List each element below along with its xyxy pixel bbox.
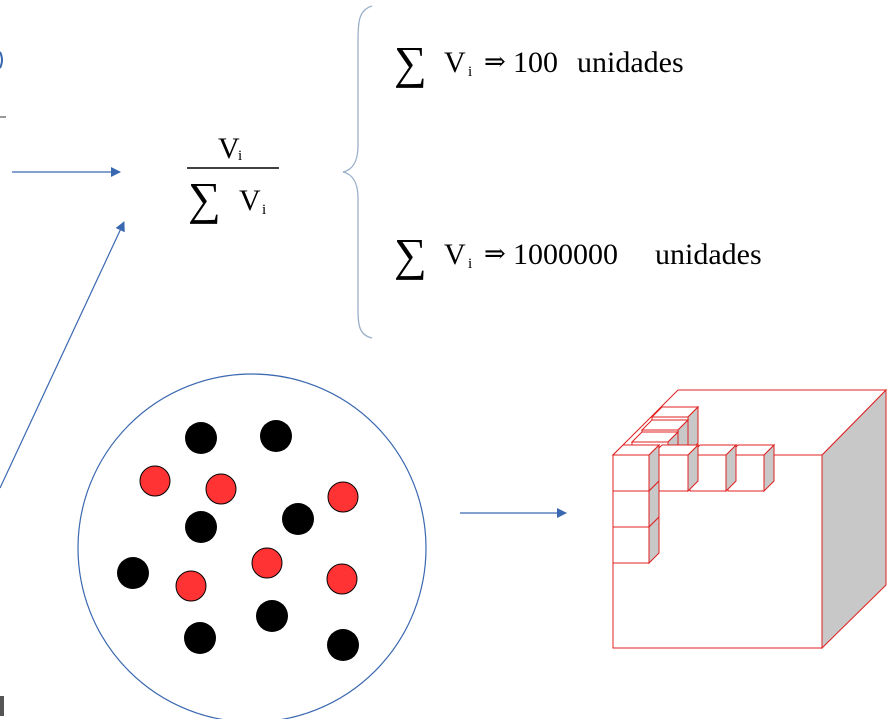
case-2-unit: unidades — [655, 238, 762, 271]
case-1-unit: unidades — [577, 46, 684, 79]
case-2-sigma: ∑ — [394, 229, 427, 280]
black-particles — [117, 420, 359, 661]
case-1-var: V — [444, 46, 466, 79]
black-particle — [282, 503, 314, 535]
fraction-expression: V i ∑ V i — [187, 132, 279, 224]
case-1-value: 100 — [513, 46, 558, 79]
sample-boundary-circle — [77, 373, 427, 719]
small-cube — [612, 479, 660, 529]
case-2-var: V — [444, 238, 466, 271]
case-1000000-units: ∑ V i ⇒ 1000000 unidades — [394, 229, 762, 280]
small-cube — [612, 515, 660, 565]
fraction-numerator-var: V — [218, 132, 240, 165]
black-particle — [256, 600, 288, 632]
particle-sample — [77, 373, 427, 719]
red-particle — [251, 547, 283, 579]
red-particle — [175, 570, 207, 602]
case-2-sub: i — [468, 256, 472, 272]
case-1-sub: i — [468, 64, 472, 80]
red-particle — [327, 481, 359, 513]
black-particle — [117, 557, 149, 589]
voxel-cube — [611, 388, 888, 650]
fraction-denominator-var: V — [239, 184, 261, 217]
fraction-denominator-sub: i — [262, 202, 266, 218]
black-particle — [185, 422, 217, 454]
curly-brace — [342, 5, 373, 339]
black-particle — [260, 420, 292, 452]
arrow-diagonal-to-fraction — [0, 221, 125, 489]
red-particle — [139, 465, 171, 497]
fraction-denominator-sigma: ∑ — [188, 173, 221, 224]
small-cube — [611, 443, 661, 493]
case-2-value: 1000000 — [513, 238, 618, 271]
black-particle — [185, 511, 217, 543]
red-particle — [205, 473, 237, 505]
case-1-arrow: ⇒ — [484, 47, 506, 76]
fraction-numerator-sub: i — [238, 148, 242, 164]
edge-mark-top — [0, 51, 3, 69]
red-particles — [139, 465, 359, 602]
black-particle — [184, 622, 216, 654]
case-1-sigma: ∑ — [394, 37, 427, 88]
red-particle — [326, 563, 358, 595]
case-2-arrow: ⇒ — [484, 239, 506, 268]
black-particle — [327, 629, 359, 661]
case-100-units: ∑ V i ⇒ 100 unidades — [394, 37, 684, 88]
edge-mark-bottom — [0, 696, 4, 716]
